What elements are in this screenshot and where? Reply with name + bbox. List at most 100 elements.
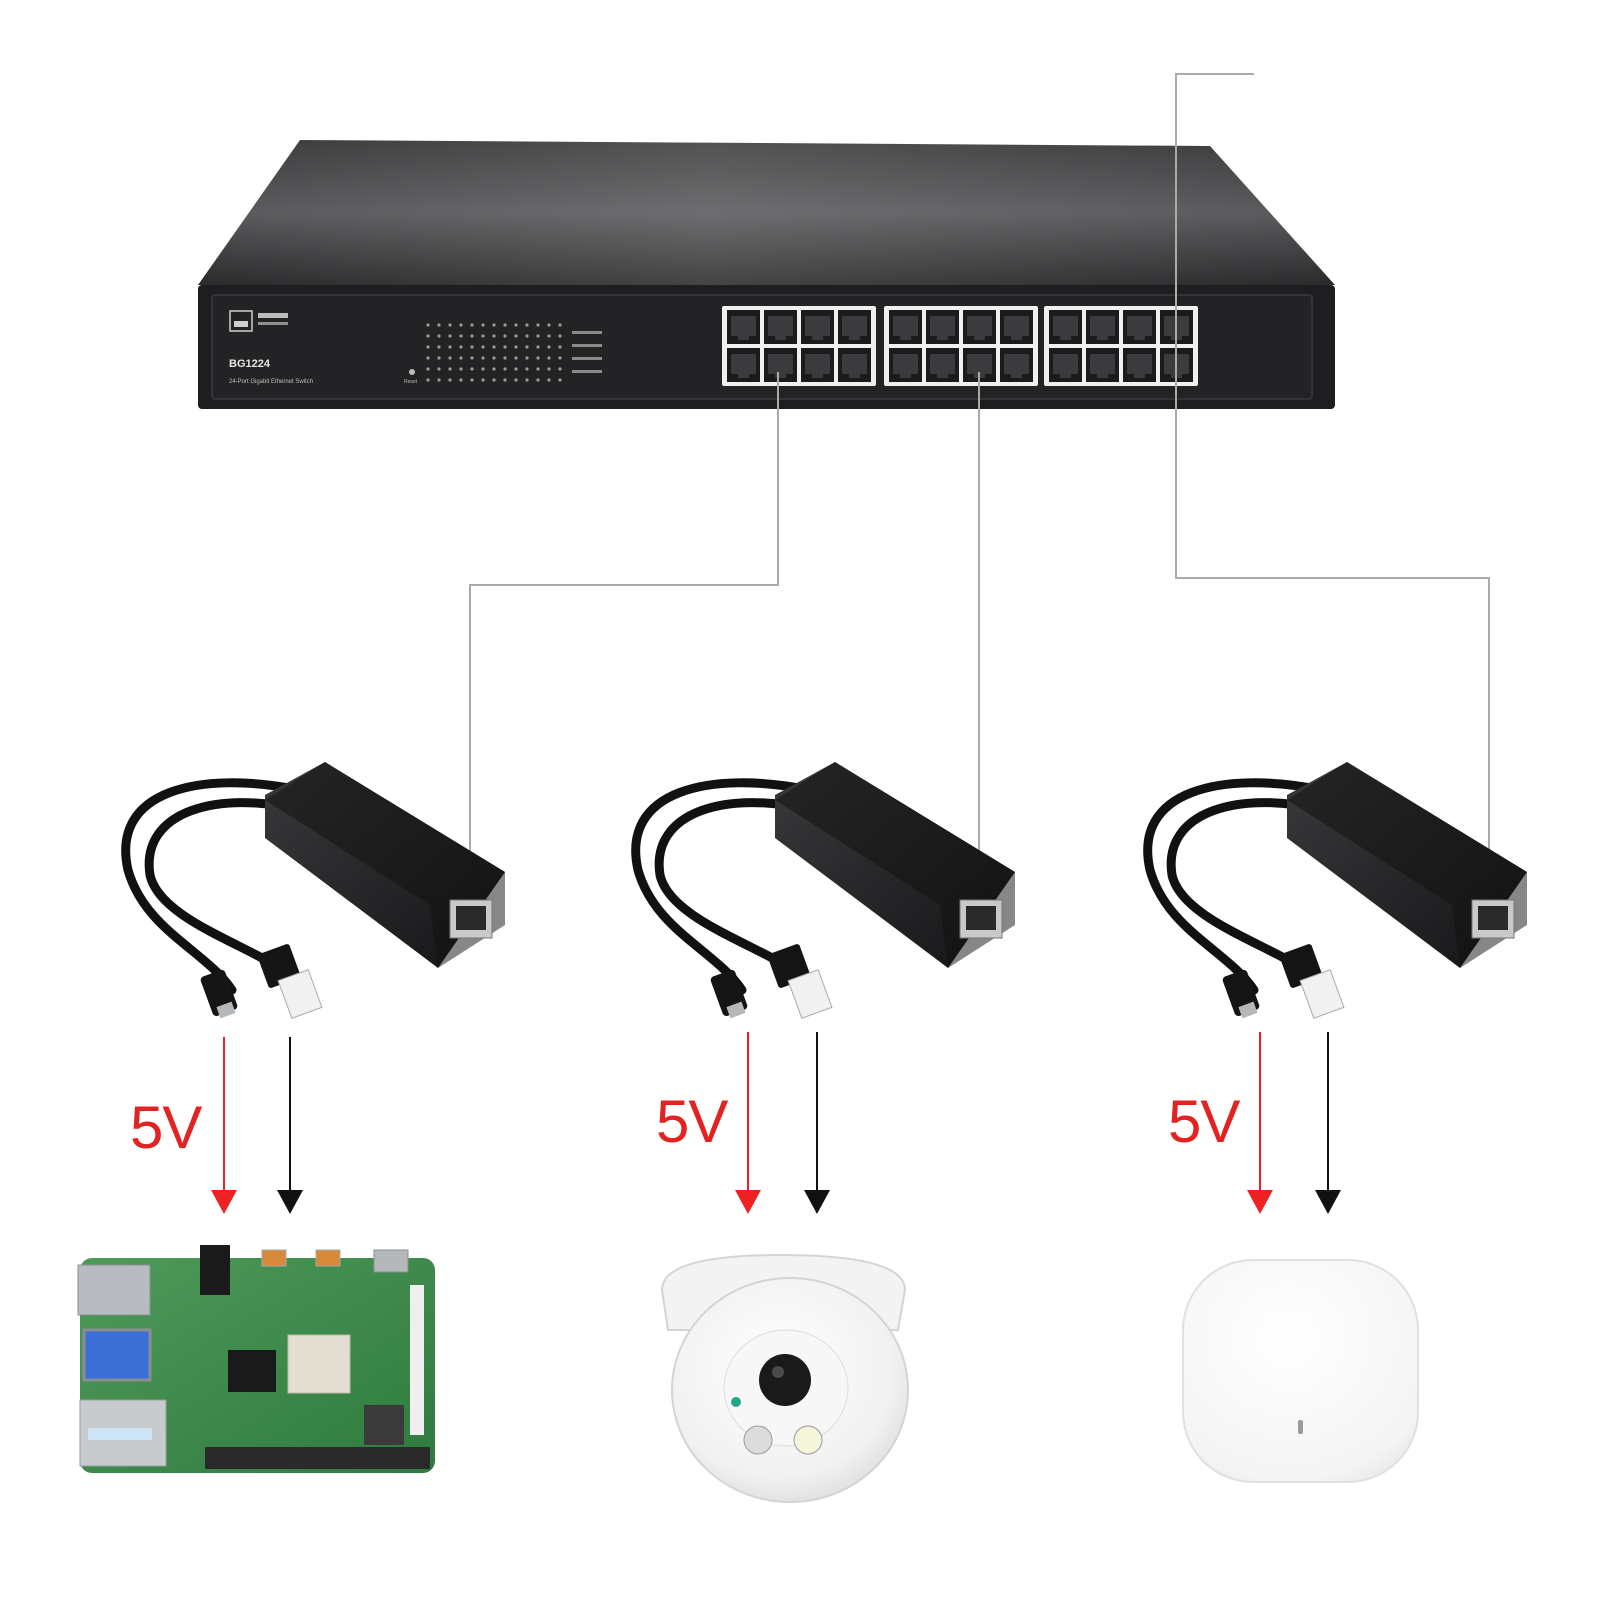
power-arrow-head [735, 1190, 761, 1214]
status-led [536, 367, 540, 371]
data-arrow-head [1315, 1190, 1341, 1214]
led-legend-mark [572, 344, 602, 347]
port-socket [1090, 316, 1115, 336]
port-notch [849, 334, 860, 340]
usb-c-tip [726, 1001, 746, 1019]
port-socket [1053, 316, 1078, 336]
status-led [481, 378, 485, 382]
jack-opening [456, 906, 486, 930]
cable-line-right [1175, 73, 1490, 905]
status-led [547, 323, 551, 327]
port-socket [1127, 316, 1152, 336]
status-led [470, 334, 474, 338]
data-arrow-head [804, 1190, 830, 1214]
port-notch [900, 334, 911, 340]
audio-jack [200, 1245, 230, 1295]
ap-status-led [1298, 1420, 1303, 1434]
signal-arrows [211, 1032, 1341, 1214]
port-notch [1011, 334, 1022, 340]
status-led [426, 356, 430, 360]
status-led [437, 356, 441, 360]
status-led [448, 367, 452, 371]
led-legend-mark [572, 370, 602, 373]
wireless-access-point [1182, 1259, 1419, 1483]
status-led [492, 345, 496, 349]
port-notch [937, 372, 948, 378]
splitter-cable [1166, 798, 1327, 980]
port-notch [1060, 372, 1071, 378]
port-socket [768, 354, 793, 374]
port-socket [731, 354, 756, 374]
brand-logo-mark [234, 321, 248, 327]
splitter-shadow [1287, 762, 1527, 968]
status-led [558, 323, 562, 327]
status-led [525, 367, 529, 371]
raspberry-pi-board [77, 1245, 435, 1473]
status-led [492, 334, 496, 338]
port-socket [967, 316, 992, 336]
port-notch [937, 334, 948, 340]
rj45-plug-head [277, 969, 323, 1019]
status-led [514, 345, 518, 349]
port-group-frame [1044, 306, 1198, 386]
status-led [470, 356, 474, 360]
micro-hdmi-1 [261, 1249, 287, 1267]
usb-port-blue [82, 1328, 152, 1382]
usb-c-tip [1238, 1001, 1258, 1019]
status-led [536, 356, 540, 360]
status-led [503, 323, 507, 327]
ram-chip [228, 1350, 276, 1392]
port-socket [1004, 354, 1029, 374]
status-led [470, 345, 474, 349]
status-led [437, 323, 441, 327]
status-led [514, 367, 518, 371]
usb-c-power [373, 1249, 409, 1273]
status-led [448, 356, 452, 360]
status-led [536, 378, 540, 382]
status-led [481, 367, 485, 371]
jack-opening [966, 906, 996, 930]
rj45-plug-head [787, 969, 833, 1019]
status-led [547, 378, 551, 382]
cable-lines [469, 73, 1490, 905]
status-led [437, 378, 441, 382]
status-led [437, 345, 441, 349]
status-led [448, 378, 452, 382]
switch-top-sheen [198, 140, 1335, 285]
status-led [492, 356, 496, 360]
port-socket [842, 354, 867, 374]
reset-label: Reset [404, 379, 418, 385]
data-arrow-head [277, 1190, 303, 1214]
status-led [547, 356, 551, 360]
voltage-label-middle: 5V [656, 1088, 728, 1155]
status-led [514, 356, 518, 360]
port-notch [812, 334, 823, 340]
port-notch [775, 334, 786, 340]
splitter-shadow [265, 762, 505, 968]
poe-splitter [631, 762, 1015, 1019]
splitter-shadow [775, 762, 1015, 968]
status-led [558, 378, 562, 382]
status-led [426, 334, 430, 338]
status-led [459, 367, 463, 371]
port-socket [930, 354, 955, 374]
port-socket [842, 316, 867, 336]
port-socket [1004, 316, 1029, 336]
status-led [481, 323, 485, 327]
port-socket [893, 354, 918, 374]
port-socket [967, 354, 992, 374]
status-led [492, 323, 496, 327]
port-notch [775, 372, 786, 378]
status-led [536, 334, 540, 338]
port-socket [893, 316, 918, 336]
splitter-cable [1143, 778, 1327, 995]
port-socket [805, 316, 830, 336]
camera-lens-glint [772, 1366, 784, 1378]
jack-opening [1478, 906, 1508, 930]
brand-name-mark [258, 313, 288, 318]
reset-button[interactable] [409, 369, 415, 375]
status-led [547, 367, 551, 371]
status-led [481, 356, 485, 360]
poe-splitter [121, 762, 505, 1019]
